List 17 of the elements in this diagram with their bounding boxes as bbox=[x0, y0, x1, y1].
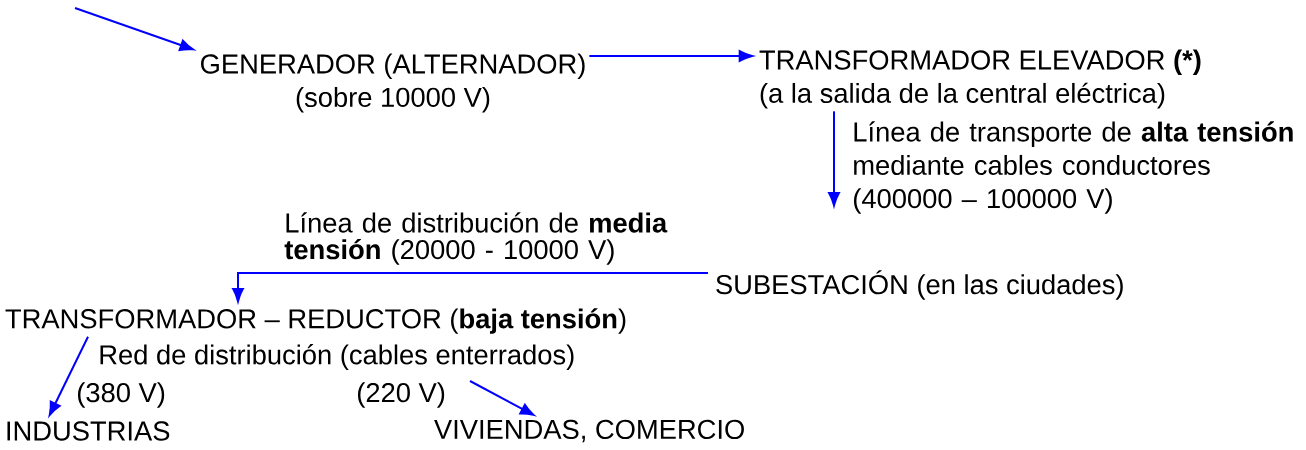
note-label: Red de distribución (cables enterrados) bbox=[100, 344, 574, 370]
edge-label: (380 V) bbox=[77, 382, 165, 408]
edge-label: (220 V) bbox=[357, 382, 445, 408]
arrow bbox=[828, 110, 840, 207]
arrow bbox=[469, 380, 535, 416]
stage-label: GENERADOR (ALTERNADOR) (sobre 10000 V) bbox=[201, 53, 585, 113]
arrow bbox=[232, 272, 709, 303]
stage-label: SUBESTACIÓN (en las ciudades) bbox=[716, 270, 1123, 300]
stage-label: TRANSFORMADOR ELEVADOR (*) (a la salida de la central eléctrica) bbox=[759, 49, 1201, 109]
arrow bbox=[588, 50, 753, 62]
arrow bbox=[48, 335, 89, 416]
stage-label: VIVIENDAS, COMERCIO bbox=[434, 419, 744, 443]
edge-label: Línea de distribución de media tensión (20000 - 10000 V) bbox=[284, 212, 668, 265]
stage-label: TRANSFORMADOR – REDUCTOR (baja tensión) bbox=[5, 308, 626, 334]
arrow bbox=[74, 7, 194, 51]
edge-label: Línea de transporte de alta tensión mediante cables conductores (400000 – 100000 V) bbox=[853, 121, 1293, 214]
stage-label: INDUSTRIAS bbox=[7, 421, 170, 441]
